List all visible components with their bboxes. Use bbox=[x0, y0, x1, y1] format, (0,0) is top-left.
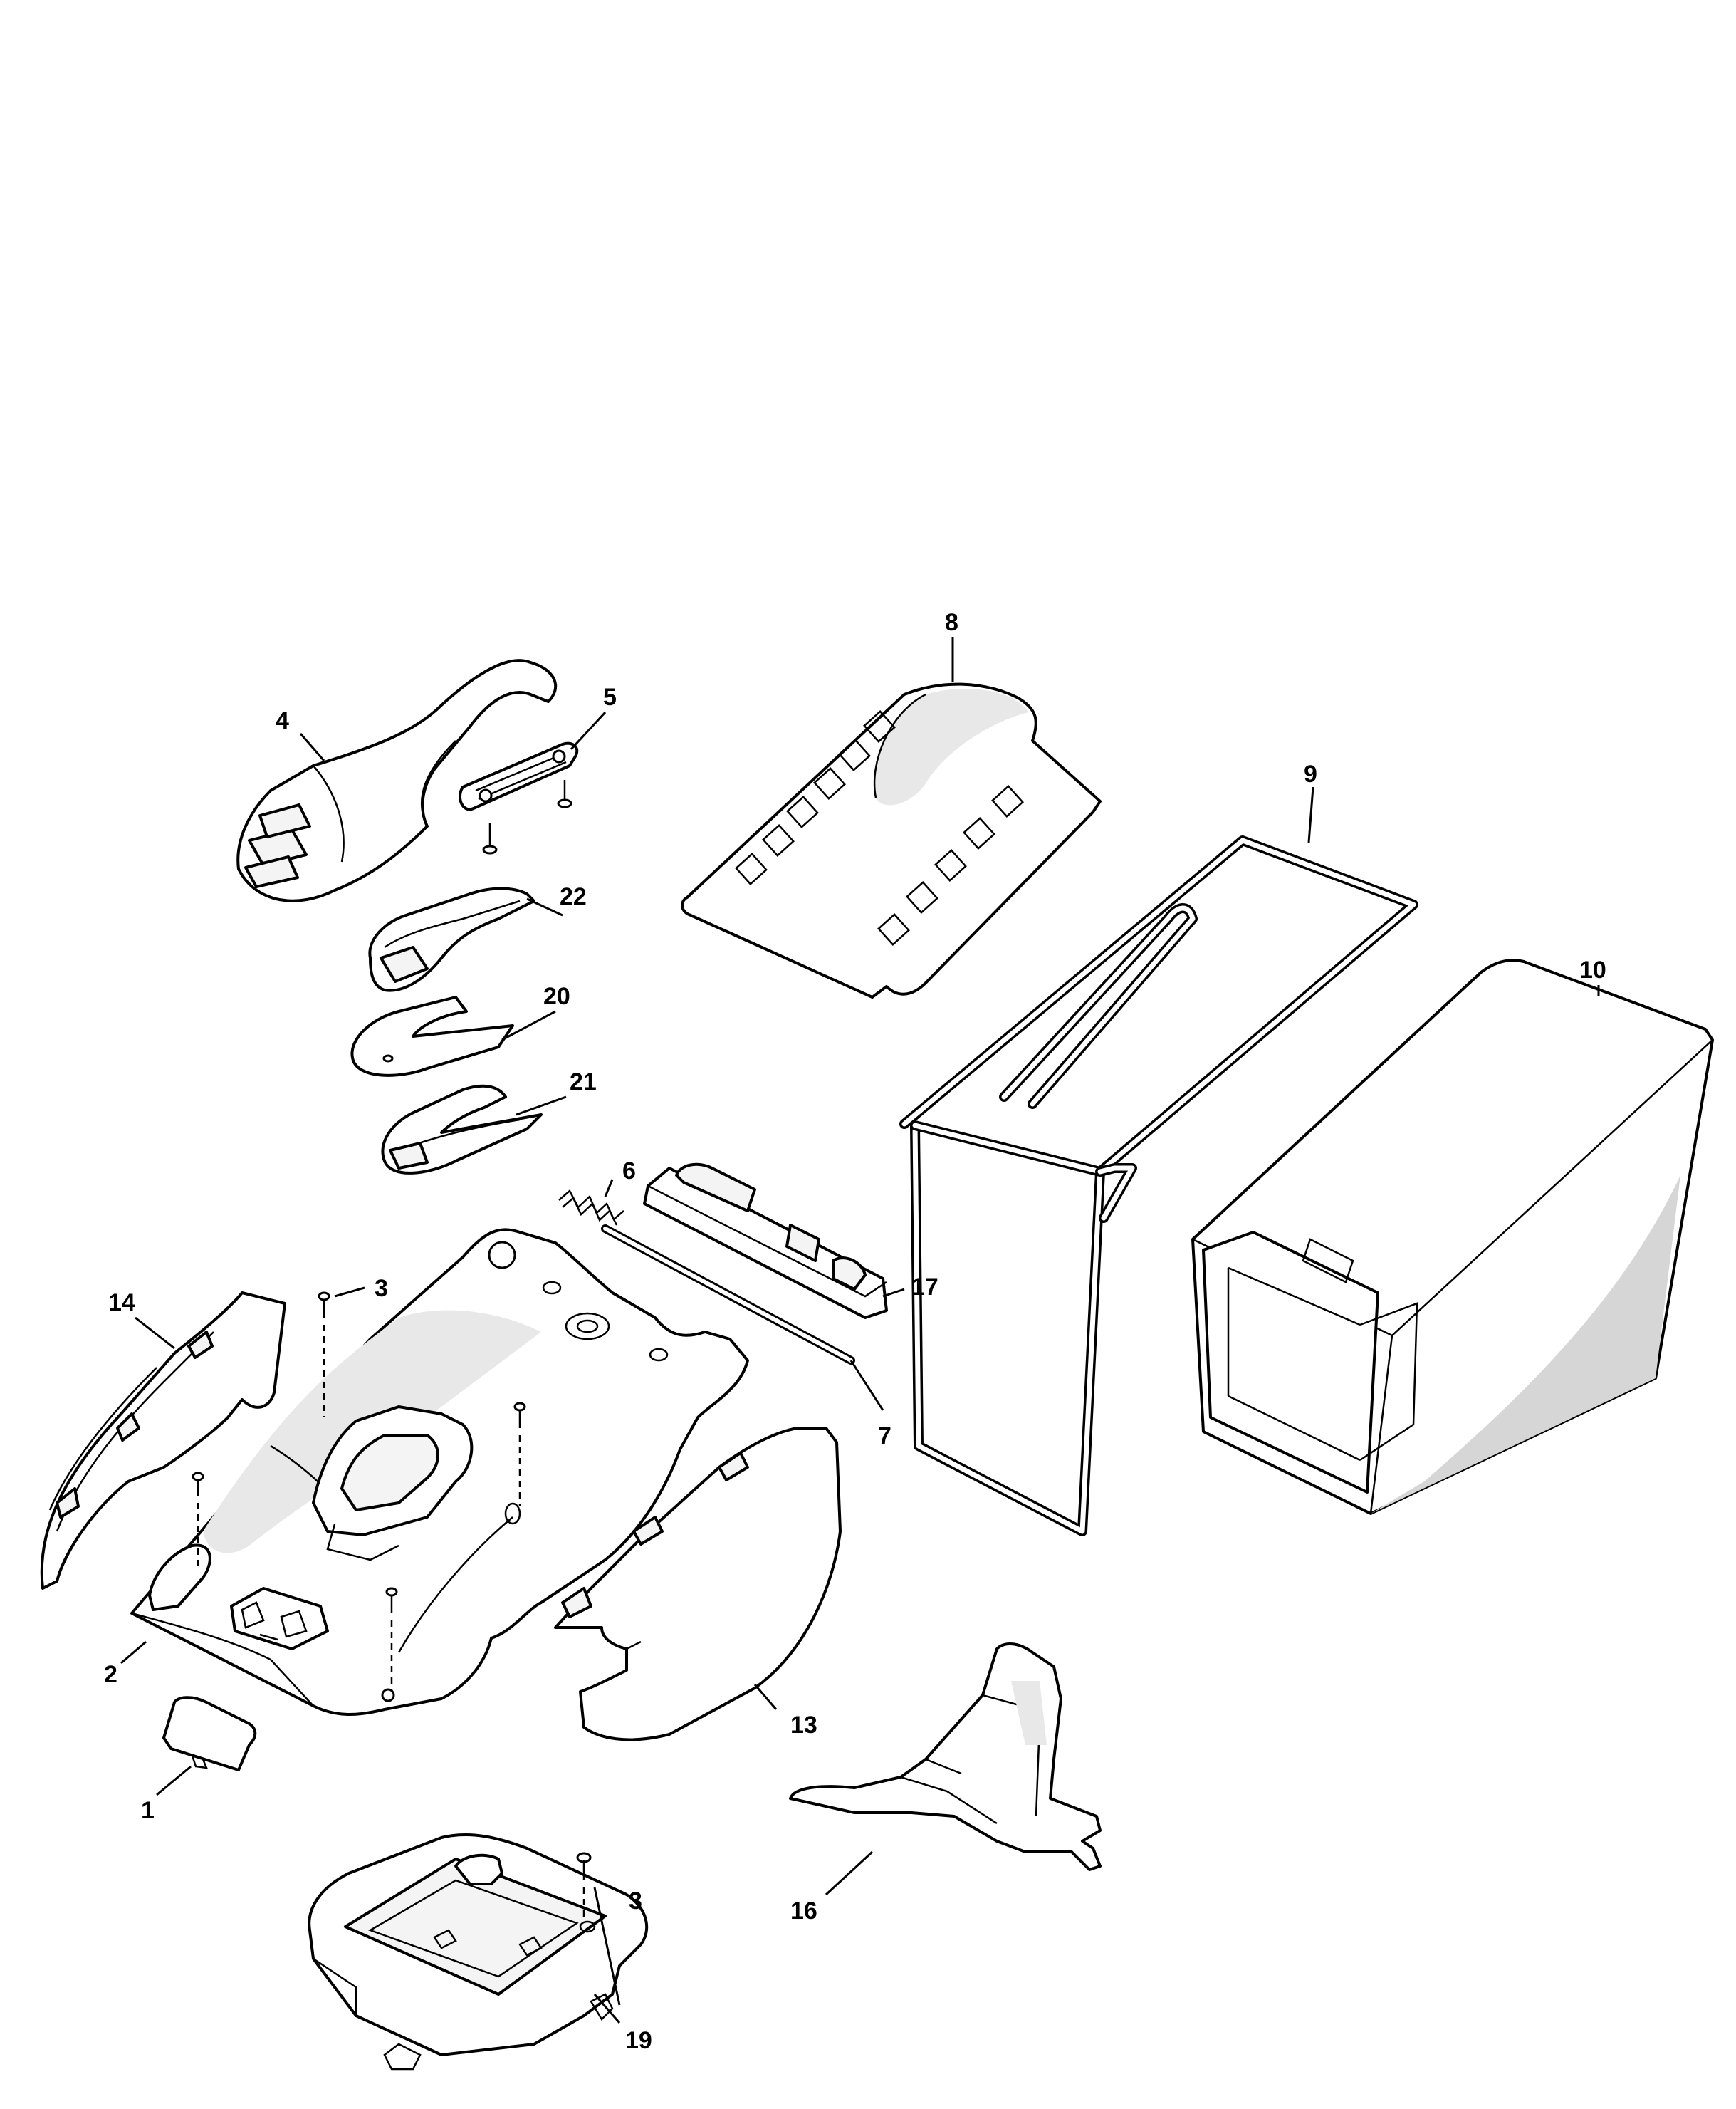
part-2-main-body bbox=[130, 1228, 749, 1716]
callout-6: 6 bbox=[622, 1157, 636, 1184]
callout-3-lower: 3 bbox=[629, 1887, 642, 1915]
part-10-grass-bag bbox=[1191, 959, 1714, 1515]
callout-22: 22 bbox=[560, 883, 587, 910]
part-3-screws-upper bbox=[192, 1291, 526, 1692]
callout-14: 14 bbox=[108, 1289, 135, 1316]
part-5-screws bbox=[482, 780, 572, 855]
callout-7: 7 bbox=[878, 1422, 891, 1449]
part-9-wire-frame bbox=[899, 835, 1418, 1536]
callout-21: 21 bbox=[570, 1068, 597, 1095]
callout-2: 2 bbox=[104, 1661, 117, 1688]
part-19-base-frame bbox=[308, 1833, 649, 2071]
part-7-rod bbox=[601, 1224, 855, 1365]
callout-4: 4 bbox=[276, 707, 289, 734]
part-1-cap bbox=[162, 1696, 257, 1771]
part-13-right-cover bbox=[554, 1427, 842, 1741]
part-8-flap bbox=[681, 682, 1102, 999]
part-5-plate bbox=[459, 741, 579, 811]
callout-8: 8 bbox=[945, 609, 958, 636]
part-20-gasket bbox=[350, 996, 514, 1077]
callout-labels: 1 2 3 3 4 5 6 7 8 9 10 13 14 16 17 19 20… bbox=[104, 609, 1606, 2054]
part-14-left-cover bbox=[40, 1291, 286, 1590]
part-4-handle-cover bbox=[236, 659, 558, 902]
part-3-screw-lower bbox=[576, 1852, 592, 1923]
callout-3-upper: 3 bbox=[375, 1275, 388, 1302]
callout-20: 20 bbox=[543, 983, 570, 1010]
part-17-hinge bbox=[643, 1162, 888, 1319]
part-16-deflector bbox=[789, 1642, 1102, 1871]
callout-16: 16 bbox=[790, 1897, 817, 1925]
part-22-bracket bbox=[368, 887, 535, 992]
part-6-spring bbox=[558, 1189, 624, 1226]
leader-lines bbox=[120, 637, 1600, 2024]
callout-19: 19 bbox=[625, 2027, 652, 2054]
callout-5: 5 bbox=[603, 684, 617, 711]
callout-9: 9 bbox=[1304, 761, 1317, 788]
callout-10: 10 bbox=[1579, 957, 1606, 984]
part-8-labels bbox=[735, 710, 1024, 946]
part-21-bracket bbox=[381, 1084, 543, 1175]
callout-17: 17 bbox=[911, 1274, 938, 1301]
callout-13: 13 bbox=[790, 1712, 817, 1739]
callout-1: 1 bbox=[141, 1797, 155, 1824]
